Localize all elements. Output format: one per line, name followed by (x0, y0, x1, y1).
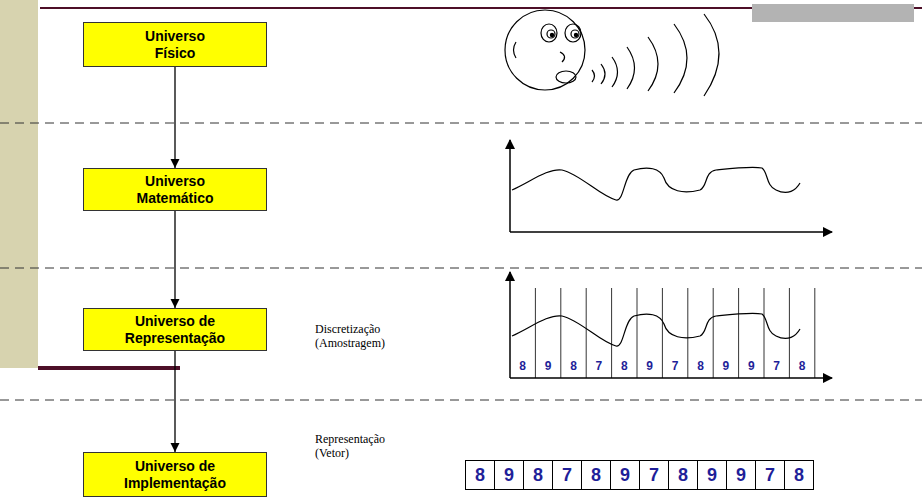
face (505, 10, 585, 90)
sample-value: 7 (586, 357, 611, 376)
sample-line (586, 288, 587, 378)
flow-arrow (174, 351, 175, 452)
signal-curve (512, 167, 800, 200)
box-title: Universo de Representação (116, 313, 234, 345)
sample-line (611, 288, 612, 378)
vector-cell: 9 (697, 460, 727, 490)
vector-cell: 8 (465, 460, 495, 490)
sample-value: 8 (688, 357, 713, 376)
sample-line (764, 288, 765, 378)
box-content: Universo Físico (133, 28, 217, 60)
sample-value: 9 (713, 357, 738, 376)
side-strip (0, 0, 38, 368)
sample-value: 7 (764, 357, 789, 376)
flow-arrow (174, 67, 175, 168)
sample-line (713, 288, 714, 378)
vector-cell: 9 (494, 460, 524, 490)
sample-line (738, 288, 739, 378)
sample-line (814, 288, 815, 378)
sample-value: 8 (612, 357, 637, 376)
step-note: Discretização (Amostragem) (315, 322, 410, 351)
sound-wave (592, 70, 595, 82)
sound-wave (601, 64, 605, 84)
sample-value: 8 (561, 357, 586, 376)
sample-line (687, 288, 688, 378)
axis (509, 140, 511, 232)
vector-cell: 7 (755, 460, 785, 490)
separator (0, 400, 922, 401)
flow-arrow (174, 211, 175, 308)
eye (541, 24, 557, 42)
process-box: Universo Matemático (83, 168, 267, 211)
pupil (574, 33, 577, 36)
sound-wave (627, 47, 635, 89)
mouth (556, 71, 576, 83)
box-content: Universo de Implementação (116, 458, 234, 490)
sample-line (535, 288, 536, 378)
step-note: Representação (Vetor) (315, 432, 410, 461)
axis (509, 272, 511, 378)
sample-line (637, 288, 638, 378)
sampled-chart (510, 272, 832, 378)
eye (547, 30, 555, 38)
sample-line (789, 288, 790, 378)
vector-cell: 7 (639, 460, 669, 490)
vector-cell: 9 (726, 460, 756, 490)
separator (0, 123, 922, 124)
box-title: Universo Matemático (116, 173, 234, 205)
eye (565, 24, 581, 42)
vector-cell: 8 (581, 460, 611, 490)
top-grey-bar (752, 4, 914, 22)
signal-curve (512, 313, 800, 346)
face-drawing (505, 10, 719, 96)
sample-grid (535, 288, 814, 378)
sound-wave (648, 37, 658, 91)
sample-value: 7 (662, 357, 687, 376)
axis (510, 231, 832, 233)
pupil (550, 33, 553, 36)
vector-cell: 8 (668, 460, 698, 490)
vector-cell: 8 (523, 460, 553, 490)
vector-cell: 9 (610, 460, 640, 490)
ear (514, 42, 517, 58)
sound-wave (674, 24, 687, 93)
sample-value: 8 (510, 357, 535, 376)
side-bar (38, 366, 180, 370)
vector-cell: 7 (552, 460, 582, 490)
sample-line (662, 288, 663, 378)
box-content: Universo de Representação (116, 313, 234, 345)
nose (560, 52, 565, 62)
sample-line (560, 288, 561, 378)
sound-wave (704, 14, 719, 96)
vector-cell: 8 (784, 460, 814, 490)
box-content: Universo Matemático (116, 173, 234, 205)
sample-value: 9 (637, 357, 662, 376)
process-box: Universo Físico (83, 22, 267, 67)
process-box: Universo de Representação (83, 308, 267, 351)
eye (571, 30, 579, 38)
continuous-chart (510, 140, 832, 232)
process-box: Universo de Implementação (83, 452, 267, 497)
sample-value: 9 (739, 357, 764, 376)
box-title: Universo Físico (133, 28, 217, 60)
separator (0, 268, 922, 269)
box-title: Universo de Implementação (116, 458, 234, 490)
sample-value: 9 (535, 357, 560, 376)
sound-wave (612, 57, 618, 87)
axis (510, 377, 832, 379)
sample-value: 8 (789, 357, 814, 376)
